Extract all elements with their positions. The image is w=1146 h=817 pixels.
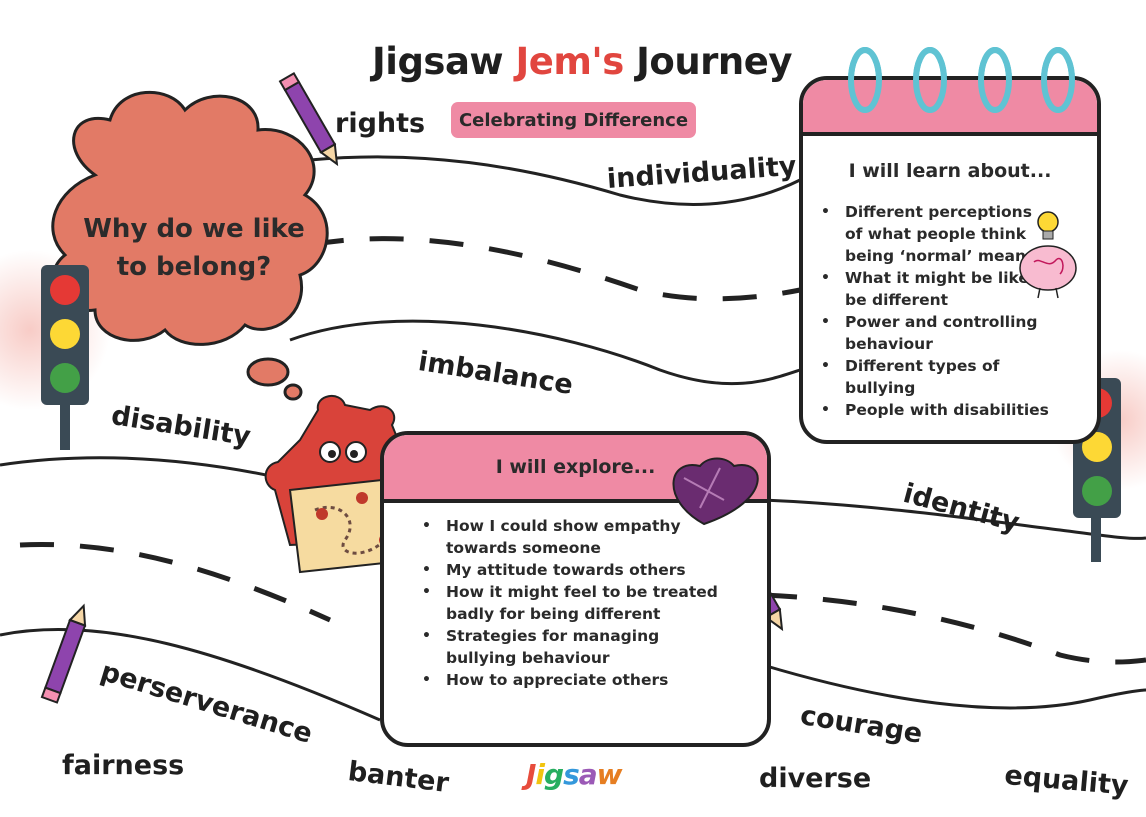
explore-card: I will explore... How I could show empat… [380, 431, 771, 747]
list-item: How to appreciate others [422, 669, 732, 691]
learn-list: Different perceptions of what people thi… [821, 201, 1053, 421]
thought-cloud [51, 90, 329, 401]
logo-letter: w [596, 758, 623, 791]
logo-letter: J [526, 758, 536, 791]
word-rights: rights [335, 108, 426, 139]
list-item: Different perceptions of what people thi… [821, 201, 1053, 267]
list-item: Strategies for managing bullying behavio… [422, 625, 732, 669]
road-edge [762, 498, 1146, 540]
word-fairness: fairness [62, 750, 185, 781]
learn-card: I will learn about... Different percepti… [799, 76, 1101, 444]
title-accent: Jem's [515, 40, 625, 83]
list-item: My attitude towards others [422, 559, 732, 581]
page-title: Jigsaw Jem's Journey [372, 40, 792, 83]
road-dashes [19, 541, 332, 623]
cloud-question: Why do we like to belong? [83, 214, 305, 282]
road-edge [309, 155, 801, 206]
learn-card-header [803, 80, 1097, 136]
list-item: How it might feel to be treated badly fo… [422, 581, 732, 625]
road-dashes [762, 592, 1146, 665]
list-item: How I could show empathy towards someone [422, 515, 732, 559]
road-edge [0, 456, 291, 482]
explore-heading: I will explore... [384, 435, 767, 503]
explore-list: How I could show empathy towards someone… [422, 515, 732, 691]
road-dashes [309, 236, 801, 302]
traffic-light-icon [41, 265, 89, 450]
pencil-icon [278, 71, 339, 167]
subtitle-badge: Celebrating Difference [451, 102, 696, 138]
list-item: What it might be like to be different [821, 267, 1053, 311]
word-diverse: diverse [759, 763, 872, 794]
road-edge [289, 319, 801, 386]
learn-heading: I will learn about... [848, 160, 1052, 182]
pencil-icon [40, 603, 87, 704]
road-edge [762, 663, 1146, 710]
logo-letter: s [563, 758, 580, 791]
logo-letter: g [544, 758, 564, 791]
list-item: Different types of bullying [821, 355, 1053, 399]
logo-letter: a [578, 758, 598, 791]
logo-letter: i [535, 758, 545, 791]
list-item: People with disabilities [821, 399, 1053, 421]
jigsaw-logo: Jigsaw [526, 758, 623, 791]
list-item: Power and controlling behaviour [821, 311, 1053, 355]
road-edge [0, 627, 381, 722]
